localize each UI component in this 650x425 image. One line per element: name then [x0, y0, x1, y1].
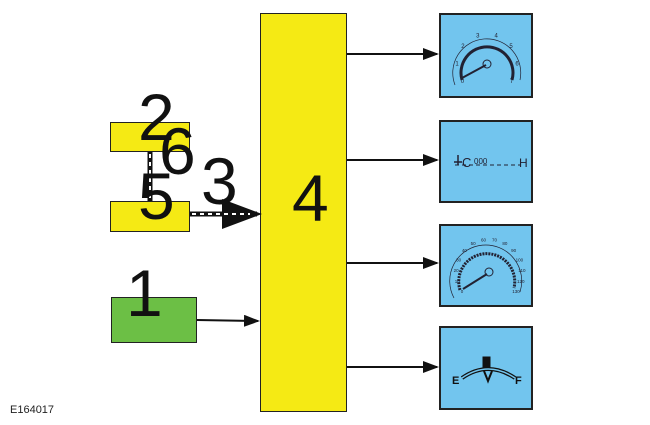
tick-label: 90 [511, 248, 517, 253]
tick-label: 10 [455, 279, 461, 284]
arrow-1-to-4 [196, 314, 260, 327]
fuel-full-label: F [515, 375, 522, 387]
tick-label: 40 [462, 248, 468, 253]
tick-label: 2 [461, 44, 465, 50]
tick-label: 5 [509, 44, 513, 50]
tick-label: 30 [456, 257, 462, 262]
tachometer-ticks: 0 1 2 3 4 5 6 7 [455, 33, 519, 85]
speedometer-gauge [449, 244, 523, 299]
label-4: 4 [292, 161, 329, 235]
tick-label: 100 [516, 257, 524, 262]
box-5 [110, 201, 190, 232]
tick-label: 80 [502, 241, 508, 246]
label-1: 1 [126, 256, 163, 330]
temperature-display [439, 120, 533, 203]
tick-label: 60 [481, 238, 487, 243]
tick-label: 0 [461, 289, 464, 294]
tick-label: 6 [515, 62, 519, 68]
tachometer-gauge [452, 38, 522, 86]
temperature-cold-label: C [462, 155, 471, 170]
label-2: 2 [138, 80, 175, 154]
tick-label: 7 [510, 79, 514, 85]
label-6: 6 [159, 114, 196, 188]
fuel-empty-label: E [452, 375, 459, 387]
fuel-gauge [460, 356, 517, 384]
label-3: 3 [201, 144, 238, 218]
tick-label: 20 [454, 268, 460, 273]
temperature-digits: 000 [474, 157, 488, 166]
tick-label: 50 [471, 241, 477, 246]
temperature-hot-label: H [519, 156, 528, 170]
tick-label: 110 [518, 268, 526, 273]
speedometer-display [439, 224, 533, 307]
fuel-pump-icon [482, 356, 491, 368]
box-1 [111, 297, 197, 343]
temperature-gauge [454, 155, 520, 166]
tick-label: 1 [455, 62, 459, 68]
tick-label: 70 [492, 238, 498, 243]
tick-label: 4 [495, 33, 499, 39]
module-4 [260, 13, 347, 412]
tick-label: 120 [517, 279, 525, 284]
figure-code: E164017 [10, 404, 55, 416]
tick-label: 0 [461, 79, 465, 85]
fuel-gauge-display [439, 326, 533, 410]
box-2 [110, 122, 190, 152]
tick-label: 130 [512, 289, 520, 294]
label-5: 5 [138, 159, 175, 233]
tick-label: 3 [476, 33, 480, 39]
